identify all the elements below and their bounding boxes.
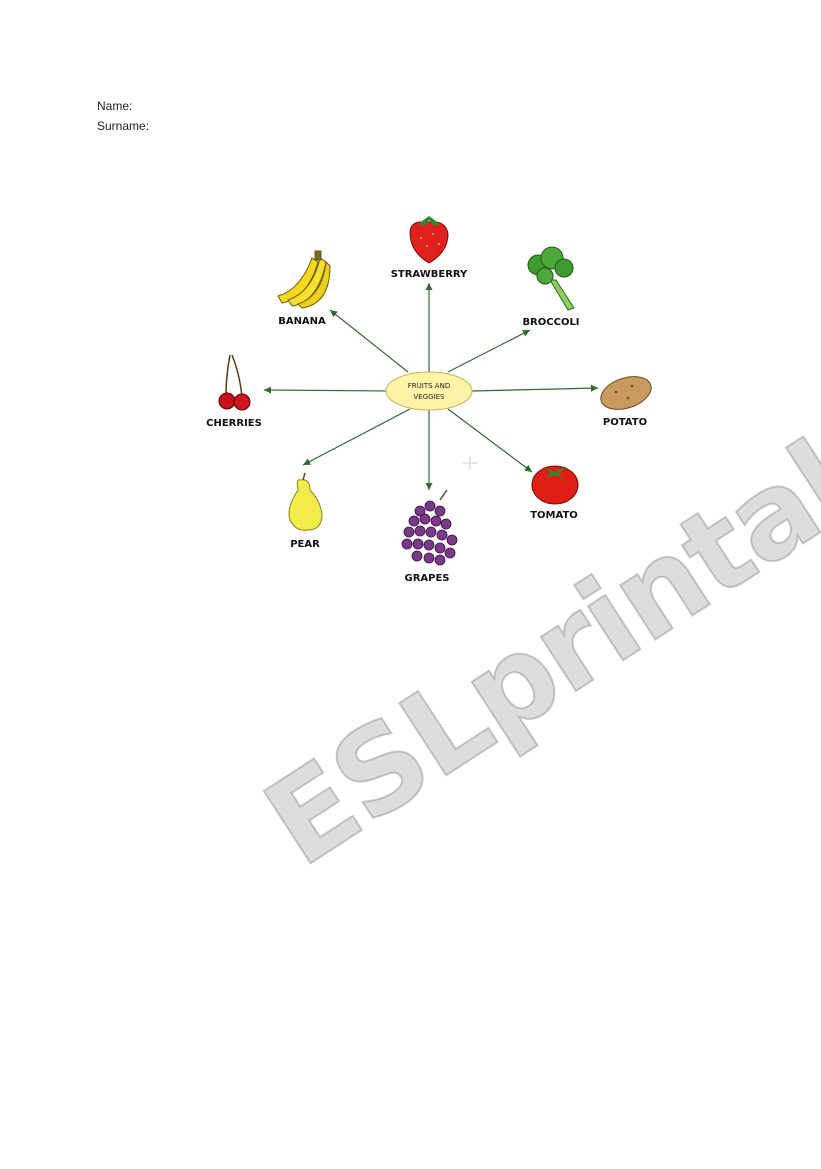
arrow-pear xyxy=(302,408,411,466)
label-cherries: CHERRIES xyxy=(206,418,262,429)
label-grapes: GRAPES xyxy=(404,573,449,584)
arrow-broccoli xyxy=(447,329,531,373)
strawberry-icon xyxy=(409,216,449,264)
label-broccoli: BROCCOLI xyxy=(522,317,579,328)
crosshair-mark xyxy=(463,456,477,470)
label-banana: BANANA xyxy=(278,316,326,327)
banana-icon xyxy=(277,250,331,309)
grapes-icon xyxy=(401,489,458,566)
label-potato: POTATO xyxy=(603,417,647,428)
broccoli-icon xyxy=(527,246,575,311)
pear-icon xyxy=(288,472,323,531)
label-tomato: TOMATO xyxy=(530,510,578,521)
potato-icon xyxy=(600,376,652,410)
arrow-tomato xyxy=(447,408,533,473)
label-pear: PEAR xyxy=(290,539,320,550)
center-node xyxy=(385,371,473,411)
arrow-cherries xyxy=(263,386,388,394)
arrow-banana xyxy=(329,309,409,373)
cherries-icon xyxy=(218,354,251,411)
surname-label: Surname: xyxy=(97,119,150,133)
tomato-icon xyxy=(531,465,579,505)
name-label: Name: xyxy=(97,99,133,113)
label-strawberry: STRAWBERRY xyxy=(391,269,468,280)
center-label-line1: FRUITS AND xyxy=(408,382,450,390)
arrows xyxy=(263,283,599,490)
arrow-potato xyxy=(471,384,599,392)
center-label-line2: VEGGIES xyxy=(414,393,446,401)
